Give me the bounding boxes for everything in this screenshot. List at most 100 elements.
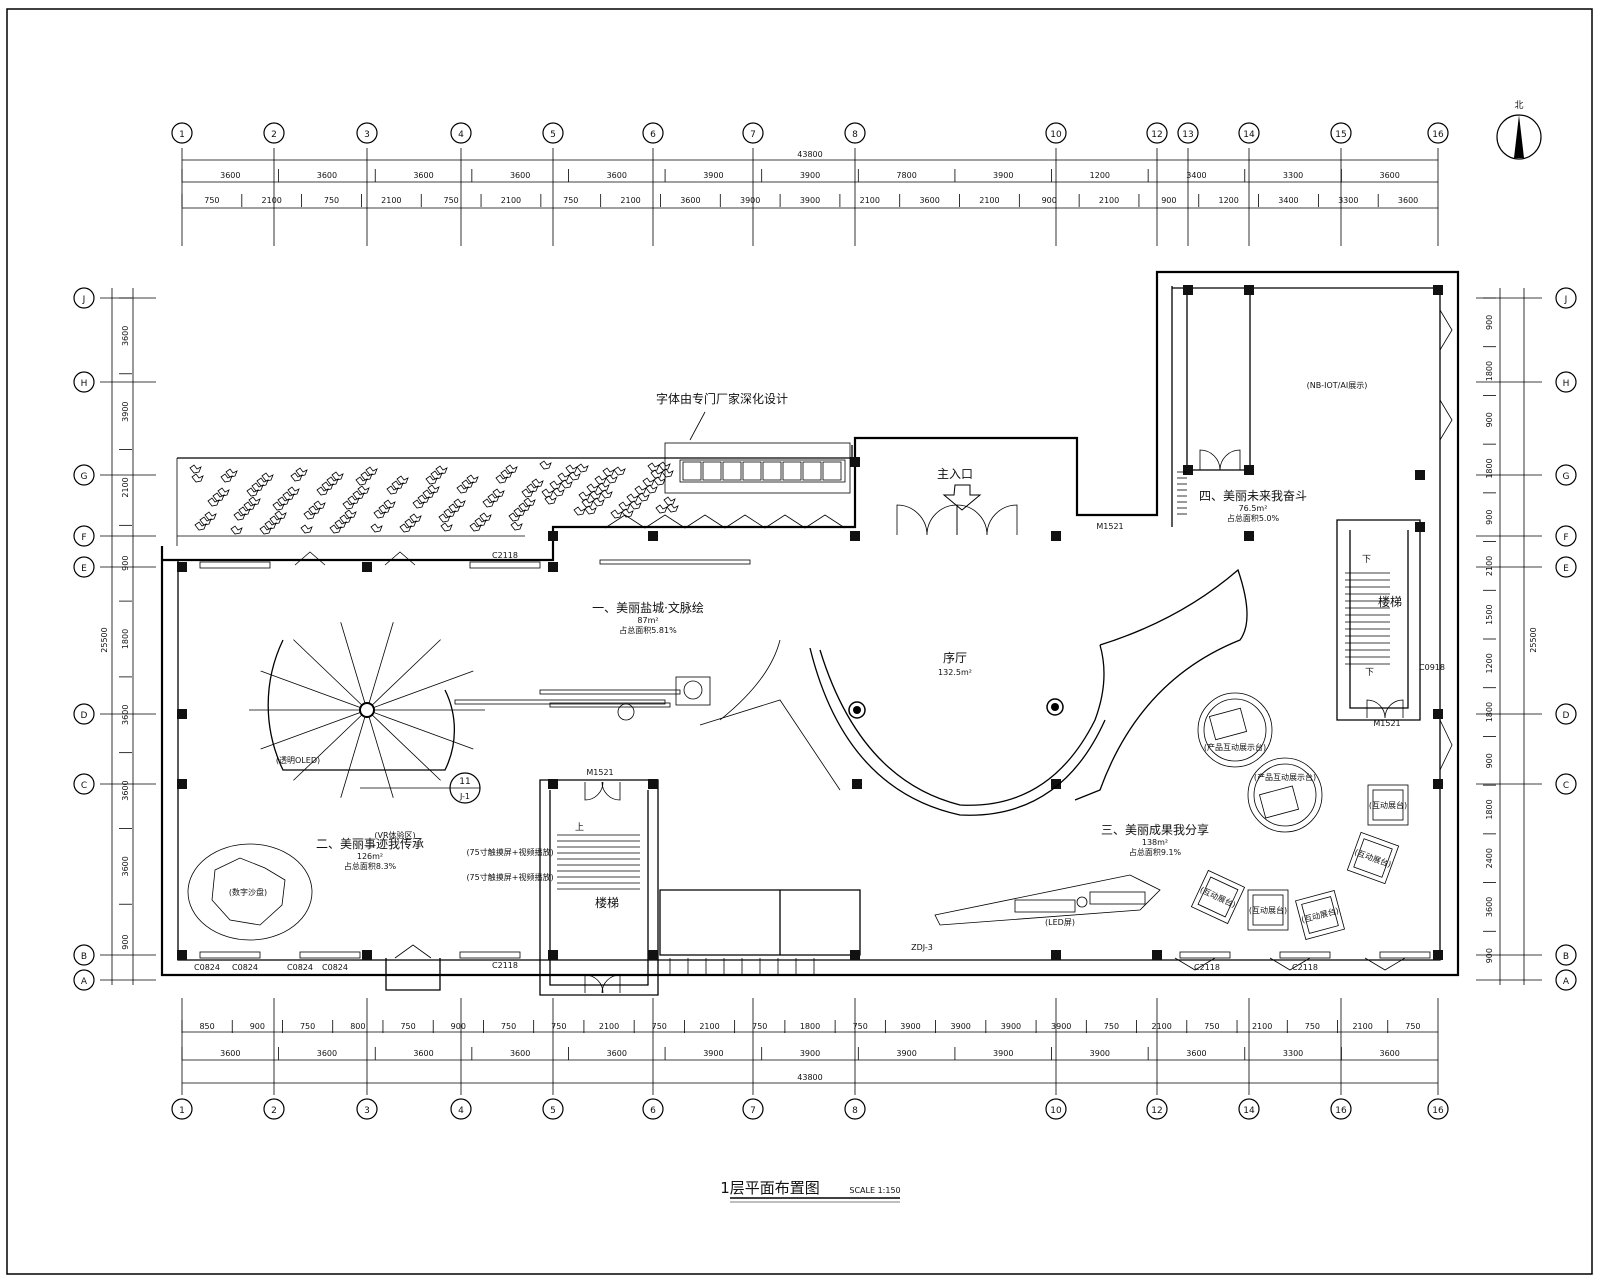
plant-mark bbox=[557, 472, 570, 482]
plant-mark bbox=[365, 466, 378, 476]
plant-mark bbox=[352, 490, 365, 500]
svg-text:D: D bbox=[81, 711, 88, 721]
dim-text: 1800 bbox=[1485, 458, 1494, 478]
plant-mark bbox=[189, 464, 202, 474]
plant-mark bbox=[479, 512, 492, 522]
plant-mark bbox=[443, 508, 456, 518]
dim-text: 800 bbox=[350, 1022, 365, 1031]
svg-text:A: A bbox=[81, 977, 88, 987]
plant-mark bbox=[565, 464, 578, 474]
dim-text: 2100 bbox=[381, 196, 401, 205]
dim-text: 900 bbox=[1161, 196, 1176, 205]
plant-mark bbox=[290, 472, 303, 482]
zone2-area: 126m² bbox=[357, 852, 383, 861]
dim-text: 750 bbox=[1204, 1022, 1219, 1031]
column bbox=[177, 779, 187, 789]
plant-mark bbox=[573, 506, 586, 516]
plant-mark bbox=[521, 488, 534, 498]
plant-mark bbox=[238, 506, 251, 516]
svg-text:C: C bbox=[1563, 781, 1569, 791]
dim-text: 3600 bbox=[1186, 1049, 1206, 1058]
dim-text: 3600 bbox=[607, 171, 627, 180]
plant-mark bbox=[373, 509, 386, 519]
plant-mark bbox=[469, 522, 482, 532]
zone2-title: 二、美丽事迹我传承 bbox=[316, 836, 424, 851]
plant-mark bbox=[217, 487, 230, 497]
svg-text:12: 12 bbox=[1151, 1106, 1162, 1116]
plant-mark bbox=[594, 475, 607, 485]
grid-bubble-7: 7 bbox=[742, 122, 764, 144]
plant-mark bbox=[287, 486, 300, 496]
tag-75a: (75寸触摸屏+视频播放) bbox=[466, 847, 553, 857]
plant-mark bbox=[386, 485, 399, 495]
dim-text: 3600 bbox=[919, 196, 939, 205]
plant-mark bbox=[329, 524, 342, 534]
dim-text: 3900 bbox=[800, 171, 820, 180]
dim-text: 3900 bbox=[703, 171, 723, 180]
plant-mark bbox=[456, 484, 469, 494]
column bbox=[648, 950, 658, 960]
plant-mark bbox=[422, 489, 435, 499]
fan-rib bbox=[366, 622, 394, 711]
svg-text:4: 4 bbox=[458, 1106, 464, 1116]
interactive-cube: (互动展台) bbox=[1247, 889, 1289, 931]
plant-mark bbox=[526, 483, 539, 493]
title-block: 1层平面布置图 SCALE 1:150 bbox=[720, 1179, 901, 1203]
column bbox=[177, 562, 187, 572]
dim-text: 3600 bbox=[510, 1049, 530, 1058]
dim-text: 750 bbox=[1104, 1022, 1119, 1031]
dim-text: 3400 bbox=[1278, 196, 1298, 205]
column bbox=[850, 950, 860, 960]
grid-bubble-A: A bbox=[1555, 969, 1577, 991]
dim-text: 3600 bbox=[413, 171, 433, 180]
dim-text: 2400 bbox=[1485, 848, 1494, 868]
plant-mark bbox=[618, 501, 631, 511]
sign-cell bbox=[702, 461, 722, 481]
courtyard-planting bbox=[189, 460, 679, 535]
svg-text:7: 7 bbox=[750, 1106, 756, 1116]
right-dimension-chain: 25500 9001800900180090021001500120018009… bbox=[1483, 288, 1538, 985]
svg-text:H: H bbox=[81, 379, 88, 389]
dim-text: 2100 bbox=[262, 196, 282, 205]
stair-up-mark: 上 bbox=[575, 822, 584, 833]
plant-mark bbox=[256, 477, 269, 487]
window-tag: C0824 bbox=[194, 963, 220, 972]
column bbox=[1244, 285, 1254, 295]
grid-bubble-6: 6 bbox=[642, 1098, 664, 1120]
dim-text: 2100 bbox=[1152, 1022, 1172, 1031]
plant-mark bbox=[378, 504, 391, 514]
svg-text:16: 16 bbox=[1432, 1106, 1444, 1116]
interactive-cube: (互动展台) bbox=[1295, 890, 1345, 940]
detail-callout: 11 J-1 bbox=[360, 772, 481, 804]
dim-text: 3300 bbox=[1283, 171, 1303, 180]
sign-cell bbox=[742, 461, 762, 481]
column bbox=[1433, 709, 1443, 719]
grid-bubble-1: 1 bbox=[171, 122, 193, 144]
plant-mark bbox=[334, 519, 347, 529]
plant-mark bbox=[344, 509, 357, 519]
grid-bubble-7: 7 bbox=[742, 1098, 764, 1120]
plant-mark bbox=[430, 470, 443, 480]
fan-hub bbox=[359, 702, 375, 718]
grid-bubble-15: 15 bbox=[1330, 122, 1352, 144]
stair-down-mark: 下 bbox=[1362, 555, 1371, 565]
plant-mark bbox=[355, 476, 368, 486]
grid-bubble-D: D bbox=[1555, 703, 1577, 725]
grid-bubble-5: 5 bbox=[542, 1098, 564, 1120]
openings bbox=[199, 309, 1453, 994]
detail-number: 11 bbox=[459, 777, 470, 787]
zone1-title: 一、美丽盐城·文脉绘 bbox=[592, 600, 704, 615]
dim-text: 3900 bbox=[1090, 1049, 1110, 1058]
plant-mark bbox=[500, 469, 513, 479]
grid-bubble-1: 1 bbox=[171, 1098, 193, 1120]
svg-text:(互动展台): (互动展台) bbox=[1300, 905, 1340, 925]
fan-rib bbox=[340, 709, 368, 798]
dim-text: 2100 bbox=[1099, 196, 1119, 205]
dim-text: 750 bbox=[551, 1022, 566, 1031]
dim-text: 900 bbox=[1485, 412, 1494, 427]
